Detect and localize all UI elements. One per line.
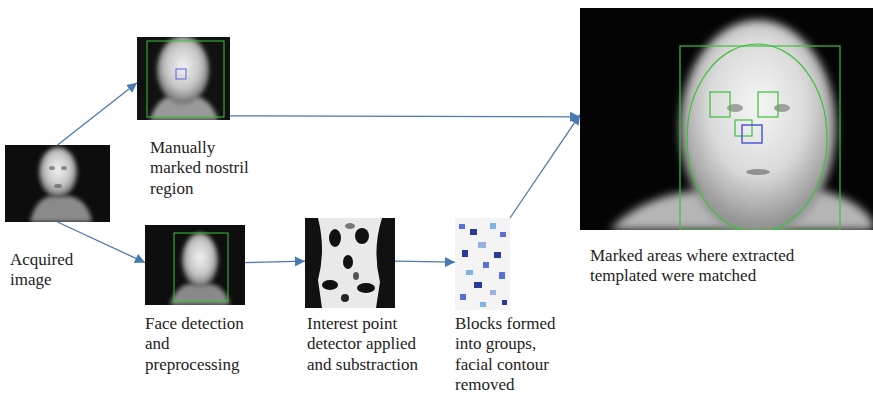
face-box xyxy=(174,233,228,301)
image-ground xyxy=(137,37,230,120)
mouth xyxy=(54,184,62,188)
interest-blob xyxy=(357,283,375,293)
face-detection-image xyxy=(145,225,245,305)
block xyxy=(460,294,466,300)
image-ground xyxy=(5,145,110,222)
face-box xyxy=(680,46,840,230)
face-box xyxy=(147,41,224,117)
image-ground xyxy=(455,218,510,310)
block xyxy=(478,242,486,248)
block xyxy=(470,229,477,235)
contour-band xyxy=(376,218,395,308)
face-ellipse xyxy=(687,44,827,230)
eye xyxy=(61,166,67,170)
image-panel: Blocks formed into groups, facial contou… xyxy=(455,218,510,310)
mouth xyxy=(746,169,770,175)
image-panel: Interest point detector applied and subs… xyxy=(305,218,395,308)
caption-text: Acquired image xyxy=(10,250,105,291)
caption-block: Acquired image xyxy=(10,250,105,291)
image-panel: Face detection and preprocessing xyxy=(145,225,245,305)
interest-blob xyxy=(343,255,353,269)
block xyxy=(500,232,506,237)
eye xyxy=(49,166,55,170)
image-panel: Acquired image xyxy=(5,145,110,222)
shoulders xyxy=(170,284,230,305)
flow-arrow xyxy=(58,83,138,145)
block xyxy=(480,302,486,307)
caption-block: Face detection and preprocessing xyxy=(145,314,265,375)
caption-text: Face detection and preprocessing xyxy=(145,314,265,375)
interest-blob xyxy=(355,228,369,244)
nostril-box xyxy=(176,69,186,79)
caption-text: Marked areas where extracted templated w… xyxy=(590,246,852,287)
block xyxy=(502,300,507,305)
image-ground xyxy=(145,225,245,305)
interest-blob xyxy=(345,223,355,229)
block xyxy=(483,262,489,268)
face xyxy=(157,37,209,104)
caption-block: Blocks formed into groups, facial contou… xyxy=(455,314,573,396)
acquired-thermal-image xyxy=(5,145,110,222)
flow-arrow xyxy=(245,261,305,262)
flow-arrow xyxy=(510,115,580,218)
caption-block: Manually marked nostril region xyxy=(150,138,260,199)
template-box xyxy=(710,92,730,117)
block xyxy=(499,272,505,279)
caption-block: Interest point detector applied and subs… xyxy=(307,314,432,375)
block xyxy=(459,224,465,229)
face xyxy=(39,147,77,197)
nostril-box xyxy=(742,125,762,143)
image-panel: Manually marked nostril region xyxy=(137,37,230,120)
interest-point-image xyxy=(305,218,395,308)
nostril-marked-image xyxy=(137,37,230,120)
caption-text: Interest point detector applied and subs… xyxy=(307,314,432,375)
image-ground xyxy=(305,218,395,308)
face xyxy=(182,233,218,287)
contour-band xyxy=(305,218,322,308)
interest-blob xyxy=(341,294,349,302)
caption-text: Blocks formed into groups, facial contou… xyxy=(455,314,573,396)
flow-arrow xyxy=(230,115,580,117)
block-groups-image xyxy=(455,218,510,310)
caption-block: Marked areas where extracted templated w… xyxy=(590,246,852,287)
block xyxy=(466,270,473,275)
caption-text: Manually marked nostril region xyxy=(150,138,260,199)
block xyxy=(474,282,482,288)
eye xyxy=(774,104,790,112)
interest-blob xyxy=(353,272,359,280)
block xyxy=(490,290,496,295)
flow-arrow xyxy=(395,261,455,263)
template-box xyxy=(735,120,752,136)
face xyxy=(680,20,836,230)
block xyxy=(494,252,501,258)
image-panel: Marked areas where extracted templated w… xyxy=(580,8,873,230)
interest-blob xyxy=(322,280,338,290)
block xyxy=(462,250,468,257)
matched-thermal-image xyxy=(580,8,873,230)
shoulders xyxy=(30,196,92,222)
block xyxy=(490,223,496,229)
interest-blob xyxy=(329,229,341,247)
template-box xyxy=(758,92,778,117)
